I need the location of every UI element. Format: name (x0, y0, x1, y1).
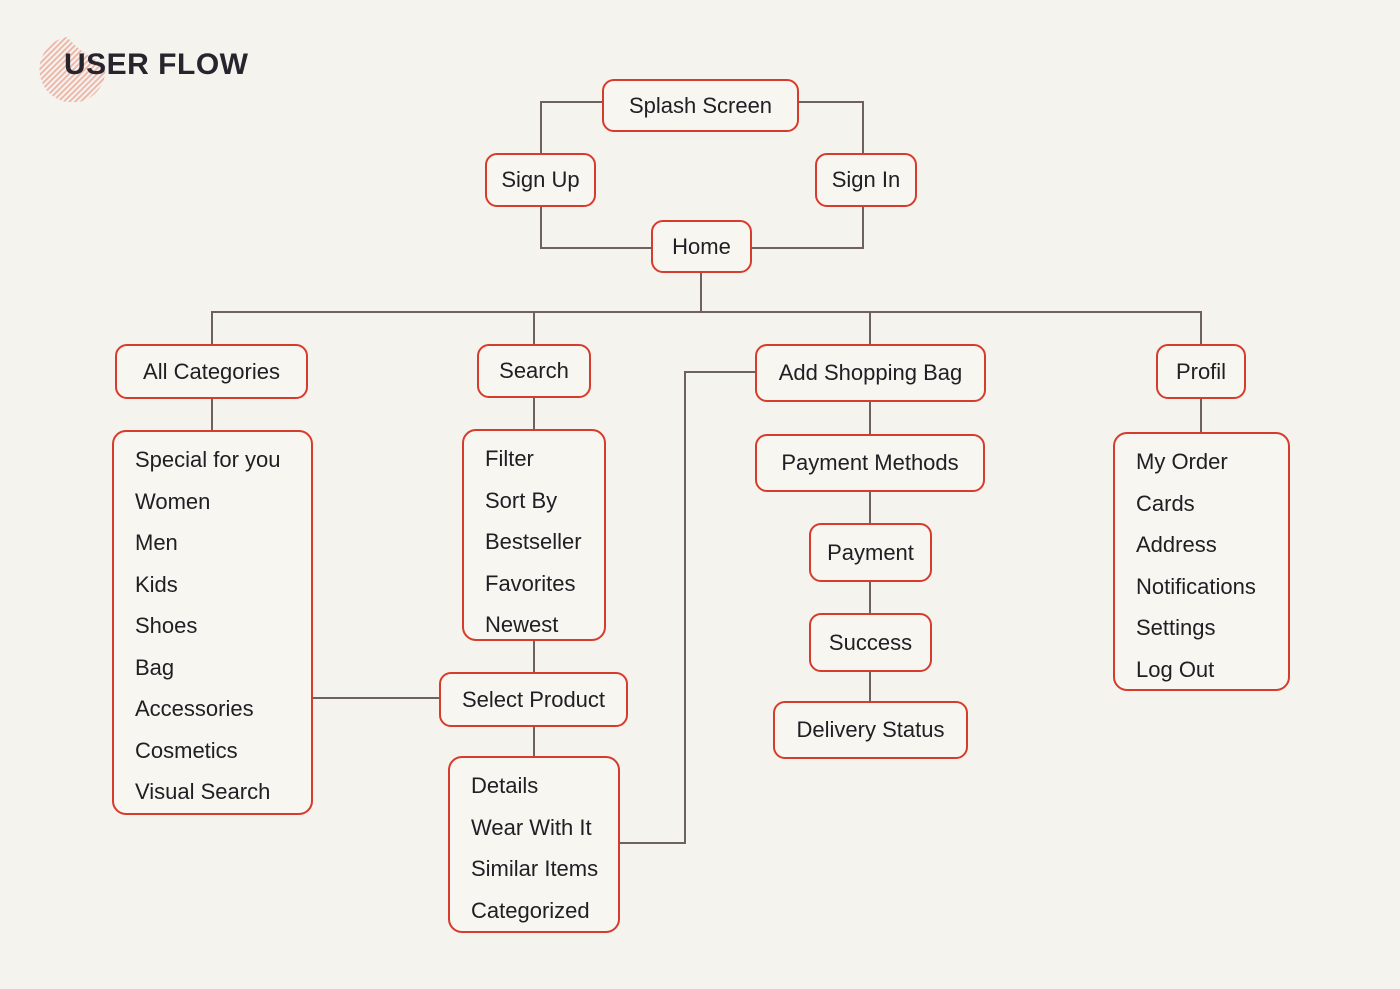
list-item: My Order (1136, 449, 1228, 474)
connector-splash-signin-h (798, 101, 864, 103)
connector-signin-home-v (862, 206, 864, 249)
list-item: Bag (135, 654, 175, 680)
node-delivery-status: Delivery Status (773, 701, 968, 759)
connector-signup-home-h (540, 247, 652, 249)
node-select-product: Select Product (439, 672, 628, 727)
node-label: Home (672, 233, 731, 259)
node-sign-up: Sign Up (485, 153, 596, 207)
node-all-categories: All Categories (115, 344, 308, 399)
list-item: Special for you (135, 447, 281, 472)
node-sign-in: Sign In (815, 153, 917, 207)
connector-signin-home-h (751, 247, 864, 249)
list-item: Kids (135, 571, 178, 597)
list-profile-options: My Order Cards Address Notifications Set… (1113, 432, 1290, 691)
connector-branch-categories-v (211, 311, 213, 344)
node-label: Search (499, 358, 569, 383)
logo-blob-icon (39, 37, 106, 102)
list-item: Women (135, 488, 211, 514)
connector-branch-search-v (533, 311, 535, 344)
connector-categories-select-h (312, 697, 439, 699)
list-product-sections: Details Wear With It Similar Items Categ… (448, 756, 620, 933)
list-item: Wear With It (471, 814, 592, 840)
connector-profil-list-v (1200, 398, 1202, 433)
list-item: Notifications (1136, 573, 1256, 599)
connector-bag-paymethods-v (869, 401, 871, 435)
list-item: Cards (1136, 490, 1195, 516)
node-label: Success (828, 629, 913, 655)
node-label: Payment (827, 539, 914, 565)
connector-branch-h (211, 311, 1202, 313)
connector-splash-signup-h (541, 101, 603, 103)
connector-search-list-v (533, 397, 535, 429)
list-item: Visual Search (135, 779, 271, 804)
list-item: Men (135, 530, 178, 555)
node-profil: Profil (1156, 344, 1246, 399)
connector-categories-list-v (211, 398, 213, 430)
list-item: Accessories (135, 696, 254, 721)
connector-details-bag-h1 (619, 842, 686, 844)
connector-splash-signup-v (540, 101, 542, 153)
node-label: Profil (1175, 358, 1227, 384)
list-item: Filter (485, 446, 534, 471)
connector-searchlist-select-v (533, 640, 535, 673)
node-label: Sign Up (501, 167, 580, 192)
list-item: Newest (485, 612, 559, 637)
list-item: Favorites (485, 570, 576, 596)
page-title: USER FLOW (64, 48, 249, 81)
list-categories: Special for you Women Men Kids Shoes Bag… (112, 430, 313, 815)
connector-branch-bag-v (869, 311, 871, 344)
connector-signup-home-v (540, 206, 542, 249)
node-label: Sign In (831, 167, 901, 192)
list-item: Details (471, 773, 539, 798)
connector-paymethods-payment-v (869, 491, 871, 524)
list-item: Bestseller (485, 529, 582, 554)
node-label: Delivery Status (796, 717, 945, 742)
node-home: Home (651, 220, 752, 273)
node-success: Success (809, 613, 932, 672)
node-label: Splash Screen (628, 92, 773, 118)
list-item: Categorized (471, 897, 590, 923)
list-item: Similar Items (471, 856, 599, 881)
connector-payment-success-v (869, 581, 871, 614)
connector-success-delivery-v (869, 671, 871, 702)
node-label: All Categories (143, 358, 280, 384)
list-item: Sort By (485, 487, 558, 513)
list-item: Cosmetics (135, 737, 238, 763)
list-item: Shoes (135, 613, 198, 638)
list-item: Log Out (1136, 656, 1215, 682)
connector-branch-profil-v (1200, 311, 1202, 344)
node-splash-screen: Splash Screen (602, 79, 799, 132)
node-label: Select Product (461, 686, 606, 712)
node-add-shopping-bag: Add Shopping Bag (755, 344, 986, 402)
connector-splash-signin-v (862, 101, 864, 153)
node-label: Add Shopping Bag (778, 360, 963, 385)
node-payment-methods: Payment Methods (755, 434, 985, 492)
connector-details-bag-h2 (684, 371, 755, 373)
list-item: Address (1136, 532, 1217, 557)
connector-details-bag-v (684, 371, 686, 844)
list-search-options: Filter Sort By Bestseller Favorites Newe… (462, 429, 606, 641)
connector-home-branch-v (700, 272, 702, 313)
node-payment: Payment (809, 523, 932, 582)
node-label: Payment Methods (781, 450, 959, 475)
list-item: Settings (1136, 615, 1216, 640)
node-search: Search (477, 344, 591, 398)
connector-select-details-v (533, 726, 535, 756)
